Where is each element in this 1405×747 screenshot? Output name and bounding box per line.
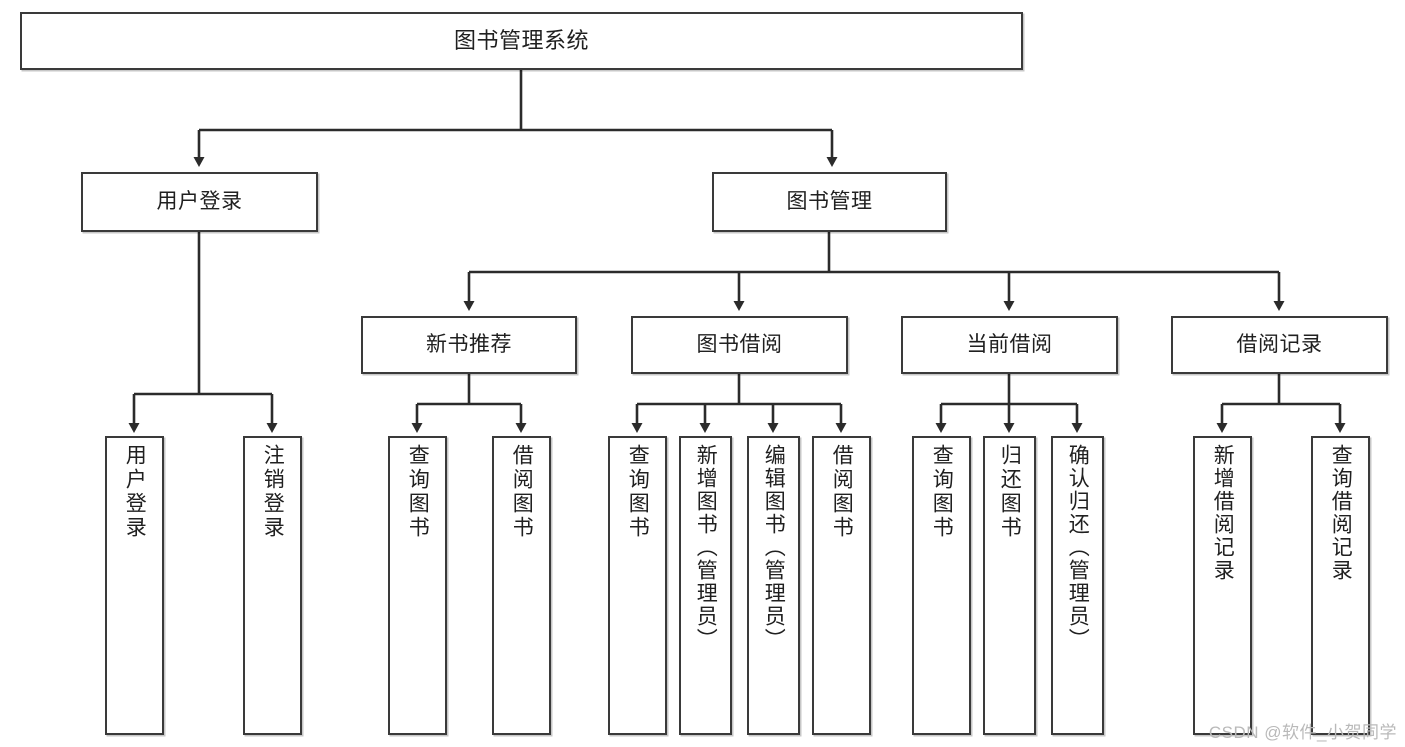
leaf-query-book-borrow[interactable]: 查询图书 (608, 436, 667, 735)
node-label: 查询借阅记录 (1329, 444, 1353, 582)
node-label: 借阅图书 (510, 444, 534, 540)
node-label: 借阅记录 (1236, 332, 1323, 356)
leaf-add-book-admin[interactable]: 新增图书（管理员） (679, 436, 732, 735)
node-label: 当前借阅 (966, 332, 1053, 356)
leaf-query-borrow-record[interactable]: 查询借阅记录 (1311, 436, 1370, 735)
node-label: 查询图书 (406, 444, 430, 540)
node-label: 确认归还（管理员） (1066, 444, 1090, 651)
leaf-borrow-book[interactable]: 借阅图书 (812, 436, 871, 735)
node-label: 编辑图书（管理员） (762, 444, 786, 651)
node-book-borrow[interactable]: 图书借阅 (631, 316, 848, 374)
node-label: 新书推荐 (426, 332, 512, 356)
node-current-borrow[interactable]: 当前借阅 (901, 316, 1118, 374)
node-label: 图书管理 (786, 189, 873, 213)
node-book-management[interactable]: 图书管理 (712, 172, 947, 232)
leaf-add-borrow-record[interactable]: 新增借阅记录 (1193, 436, 1252, 735)
leaf-edit-book-admin[interactable]: 编辑图书（管理员） (747, 436, 800, 735)
node-label: 借阅图书 (830, 444, 854, 540)
leaf-query-book-recommend[interactable]: 查询图书 (388, 436, 447, 735)
node-user-login[interactable]: 用户登录 (81, 172, 318, 232)
node-label: 新增图书（管理员） (694, 444, 718, 651)
node-label: 归还图书 (998, 444, 1022, 540)
node-label: 新增借阅记录 (1211, 444, 1235, 582)
node-label: 用户登录 (123, 444, 147, 540)
node-label: 查询图书 (626, 444, 650, 540)
node-root-library-system[interactable]: 图书管理系统 (20, 12, 1023, 70)
node-label: 用户登录 (156, 189, 243, 213)
leaf-user-login[interactable]: 用户登录 (105, 436, 164, 735)
node-new-book-recommend[interactable]: 新书推荐 (361, 316, 577, 374)
node-label: 查询图书 (930, 444, 954, 540)
node-borrow-record[interactable]: 借阅记录 (1171, 316, 1388, 374)
leaf-query-book-current[interactable]: 查询图书 (912, 436, 971, 735)
leaf-logout-login[interactable]: 注销登录 (243, 436, 302, 735)
csdn-watermark: CSDN @软件_小贺同学 (1208, 723, 1397, 742)
leaf-return-book[interactable]: 归还图书 (983, 436, 1036, 735)
node-label: 注销登录 (261, 444, 285, 540)
leaf-borrow-book-recommend[interactable]: 借阅图书 (492, 436, 551, 735)
leaf-confirm-return-admin[interactable]: 确认归还（管理员） (1051, 436, 1104, 735)
node-label: 图书管理系统 (453, 28, 589, 54)
node-label: 图书借阅 (696, 332, 783, 356)
